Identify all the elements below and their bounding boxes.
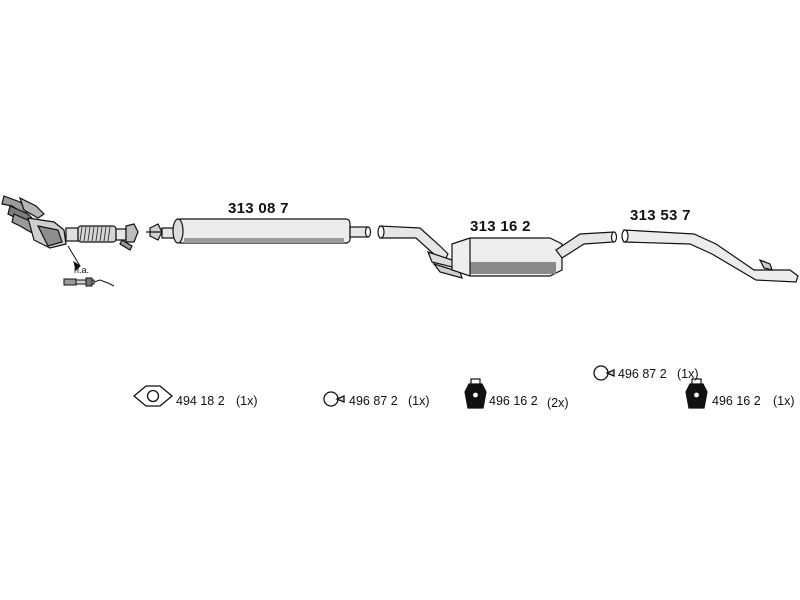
part-number-tail-pipe: 313 53 7 (630, 207, 691, 224)
accessory-number: 494 18 2 (176, 394, 225, 408)
accessory-number: 496 16 2 (712, 394, 761, 408)
rubber-hanger-icon (685, 378, 708, 409)
middle-silencer (146, 218, 372, 244)
part-number-rear-silencer: 313 16 2 (470, 218, 531, 235)
tail-pipe (621, 229, 799, 283)
accessory-quantity: (1x) (773, 394, 795, 408)
clamp-ring-icon (593, 365, 615, 381)
accessory-quantity: (1x) (236, 394, 258, 408)
rear-silencer (377, 225, 618, 279)
accessory-number: 496 87 2 (349, 394, 398, 408)
accessory-quantity: (1x) (677, 367, 699, 381)
accessory-quantity: (2x) (547, 396, 569, 410)
lambda-sensor (63, 245, 115, 287)
accessory-number: 496 87 2 (618, 367, 667, 381)
accessory-number: 496 16 2 (489, 394, 538, 408)
part-number-middle-silencer: 313 08 7 (228, 200, 289, 217)
rubber-hanger-icon (464, 378, 487, 409)
flange-gasket-icon (132, 385, 174, 407)
front-pipe-note: n.a. (74, 265, 90, 275)
accessory-quantity: (1x) (408, 394, 430, 408)
front-pipe-catalyst (1, 195, 139, 251)
clamp-ring-icon (323, 391, 345, 407)
